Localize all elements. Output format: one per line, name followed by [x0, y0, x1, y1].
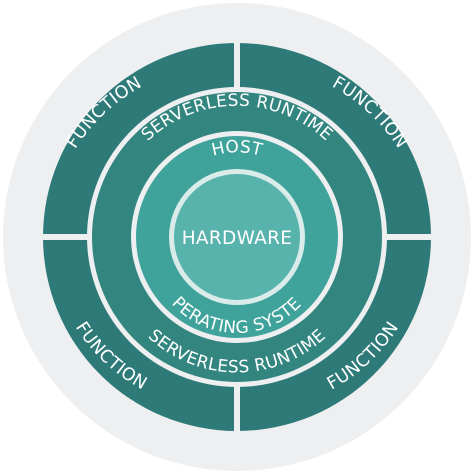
- function-segment-top-left: [43, 43, 237, 237]
- host-label: HOST: [210, 137, 265, 161]
- function-segment-top-right: [237, 43, 431, 237]
- hardware-label: HARDWARE: [182, 228, 293, 249]
- function-segment-bottom-right: [237, 237, 431, 431]
- hardware-core: [174, 174, 300, 300]
- function-segment-bottom-left: [43, 237, 237, 431]
